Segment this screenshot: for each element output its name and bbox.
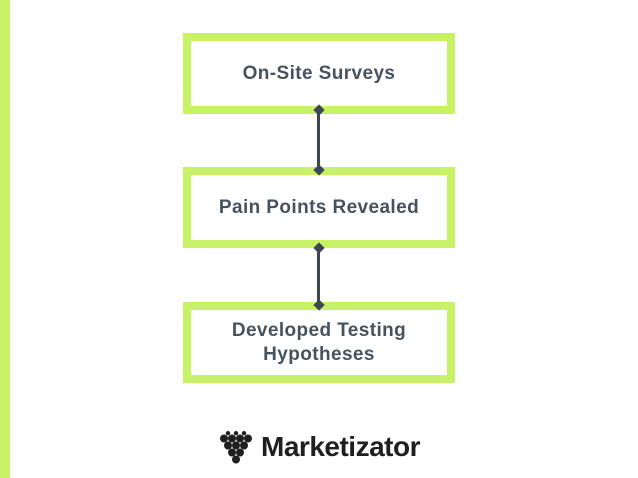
flow-step-pain-points-revealed: Pain Points Revealed: [183, 167, 455, 248]
step-label: Developed Testing Hypotheses: [231, 319, 407, 365]
connector-line-2: [312, 242, 325, 311]
flow-step-developed-testing-hypotheses: Developed Testing Hypotheses: [183, 302, 455, 383]
step-label: Pain Points Revealed: [218, 196, 420, 218]
step-label: On-Site Surveys: [242, 62, 396, 84]
logo-wordmark: Marketizator: [261, 431, 420, 462]
flow-step-on-site-surveys: On-Site Surveys: [183, 33, 455, 114]
connector-line-1: [312, 104, 325, 176]
marketizator-logo: Marketizator: [0, 430, 638, 464]
grape-dot-cluster-icon: [220, 431, 253, 464]
left-accent-bar: [0, 0, 10, 478]
